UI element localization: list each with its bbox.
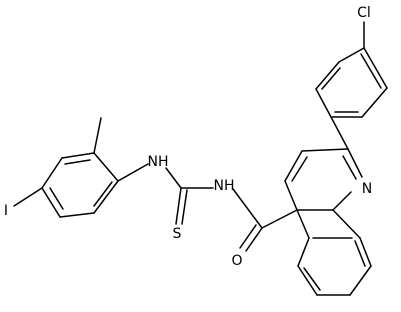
bond-c-n (347, 148, 363, 178)
bond-ring-a (363, 47, 388, 89)
bond-ring-c (297, 265, 318, 296)
label-iodo: I (4, 203, 8, 219)
bond-aryl-quinoline (330, 116, 349, 150)
bond-ring-a (361, 87, 388, 118)
bond-ring-c (297, 237, 310, 267)
bond-carbonyl-nh (232, 188, 263, 229)
bond-n-c (332, 191, 352, 211)
bond-ring-c-inner (303, 267, 321, 291)
bond-ring-d (93, 180, 119, 214)
bond-ring-d (41, 187, 61, 218)
label-thio-sulfur: S (173, 226, 182, 242)
label-aniline-nh: NH (148, 154, 169, 170)
bond-c-o-double (239, 224, 257, 249)
label-carbonyl-oxygen: O (231, 253, 242, 269)
bond-c-o (245, 227, 263, 252)
bond-c-s (175, 187, 182, 225)
bond-c-n-double (342, 155, 357, 180)
bond-ring-carbonyl (261, 209, 298, 229)
bond-ring-a-inner (321, 67, 341, 90)
bond-layer (13, 21, 388, 296)
bond-ring-d-inner (49, 187, 64, 210)
bond-ring-d-inner (64, 159, 91, 165)
bond-ring-b (301, 148, 349, 152)
bond-methyl (93, 117, 102, 154)
bond-ring-d (93, 152, 119, 182)
bond-ring-b (284, 180, 298, 211)
bond-ring-c-inner (354, 240, 366, 267)
bond-ring-c (296, 209, 310, 239)
bond-ring-c (359, 237, 372, 267)
bond-ring-b-inner (291, 156, 308, 182)
bond-ring-d (59, 212, 95, 218)
bond-ring-d (61, 152, 95, 159)
bond-ring-a-inner (360, 53, 382, 89)
bond-c-s-double (181, 189, 188, 225)
bond-ring-d-inner (93, 181, 113, 207)
bond-ring-d (41, 157, 63, 189)
bond-ring-b (284, 150, 303, 182)
bond-nh-aryl (117, 163, 149, 182)
bond-ring-c (332, 209, 361, 239)
bond-c-i (13, 187, 43, 207)
label-chloro: Cl (357, 5, 371, 21)
label-ring-nitrogen: N (362, 181, 372, 197)
bond-ring-c (349, 265, 372, 296)
label-amide-nh: NH (214, 178, 235, 194)
bond-ring-a (338, 47, 365, 63)
bond-ring-a (315, 61, 340, 90)
bond-ring-a (315, 88, 332, 118)
bond-c-nh (165, 167, 182, 189)
